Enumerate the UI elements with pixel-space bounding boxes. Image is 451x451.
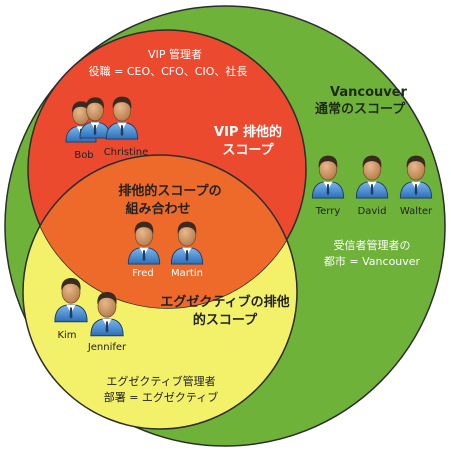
person-label-david: David xyxy=(358,206,387,217)
person-label-fred: Fred xyxy=(132,268,153,279)
person-label-martin: Martin xyxy=(171,268,203,279)
vancouver-filter-title: 受信者管理者の xyxy=(334,238,411,252)
person-label-kim: Kim xyxy=(57,330,76,341)
executive-scope-title: エグゼクティブの排他 xyxy=(160,294,289,310)
executive-filter-title: エグゼクティブ管理者 xyxy=(106,374,215,388)
combined-scope-title: 排他的スコープの xyxy=(118,183,221,199)
vancouver-filter-rule: 都市 = Vancouver xyxy=(324,254,421,268)
vip-scope-subtitle: スコープ xyxy=(222,143,274,158)
person-label-bob: Bob xyxy=(74,150,93,161)
person-label-jennifer: Jennifer xyxy=(87,342,127,353)
vip-scope-title: VIP 排他的 xyxy=(214,124,282,140)
person-label-walter: Walter xyxy=(400,206,433,217)
vip-filter-title: VIP 管理者 xyxy=(148,47,202,61)
executive-scope-subtitle: 的スコープ xyxy=(193,312,258,328)
vancouver-scope-subtitle: 通常のスコープ xyxy=(315,101,406,117)
vancouver-scope-title: Vancouver xyxy=(330,85,408,100)
combined-scope-subtitle: 組み合わせ xyxy=(125,201,190,217)
vip-filter-rule: 役職 = CEO、CFO、CIO、社長 xyxy=(89,64,248,78)
person-label-terry: Terry xyxy=(315,206,341,217)
person-label-christine: Christine xyxy=(104,147,149,158)
executive-filter-rule: 部署 = エグゼクティブ xyxy=(104,390,219,404)
